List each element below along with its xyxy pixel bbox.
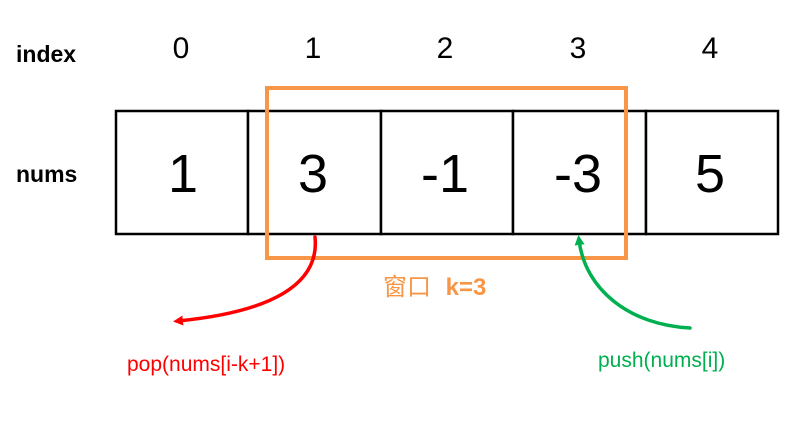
cell-value-1: 3 [298, 144, 328, 204]
index-3: 3 [570, 32, 587, 65]
index-4: 4 [702, 32, 719, 65]
cell-value-0: 1 [168, 144, 198, 204]
nums-row-label: nums [16, 161, 77, 187]
sliding-window-box [265, 86, 628, 260]
cell-value-4: 5 [695, 144, 725, 204]
index-1: 1 [305, 32, 322, 65]
index-numbers: 0 1 2 3 4 [173, 32, 719, 65]
push-label: push(nums[i]) [598, 349, 725, 372]
cell-value-3: -3 [554, 144, 602, 204]
pop-label: pop(nums[i-k+1]) [127, 353, 285, 376]
cell-value-2: -1 [421, 144, 469, 204]
nums-array: 1 3 -1 -3 5 [114, 109, 780, 236]
window-label-k: k=3 [446, 274, 487, 301]
index-row-label: index [16, 41, 76, 67]
array-cell-0 [114, 109, 250, 236]
array-cell-4 [644, 109, 780, 236]
index-0: 0 [173, 32, 190, 65]
pop-arrow [173, 235, 318, 326]
window-label-cn: 窗口 [383, 274, 431, 301]
array-cell-1 [246, 109, 383, 236]
array-cell-2 [379, 109, 515, 236]
push-arrow [574, 235, 692, 330]
index-2: 2 [437, 32, 454, 65]
window-label: 窗口 k=3 [383, 274, 486, 301]
